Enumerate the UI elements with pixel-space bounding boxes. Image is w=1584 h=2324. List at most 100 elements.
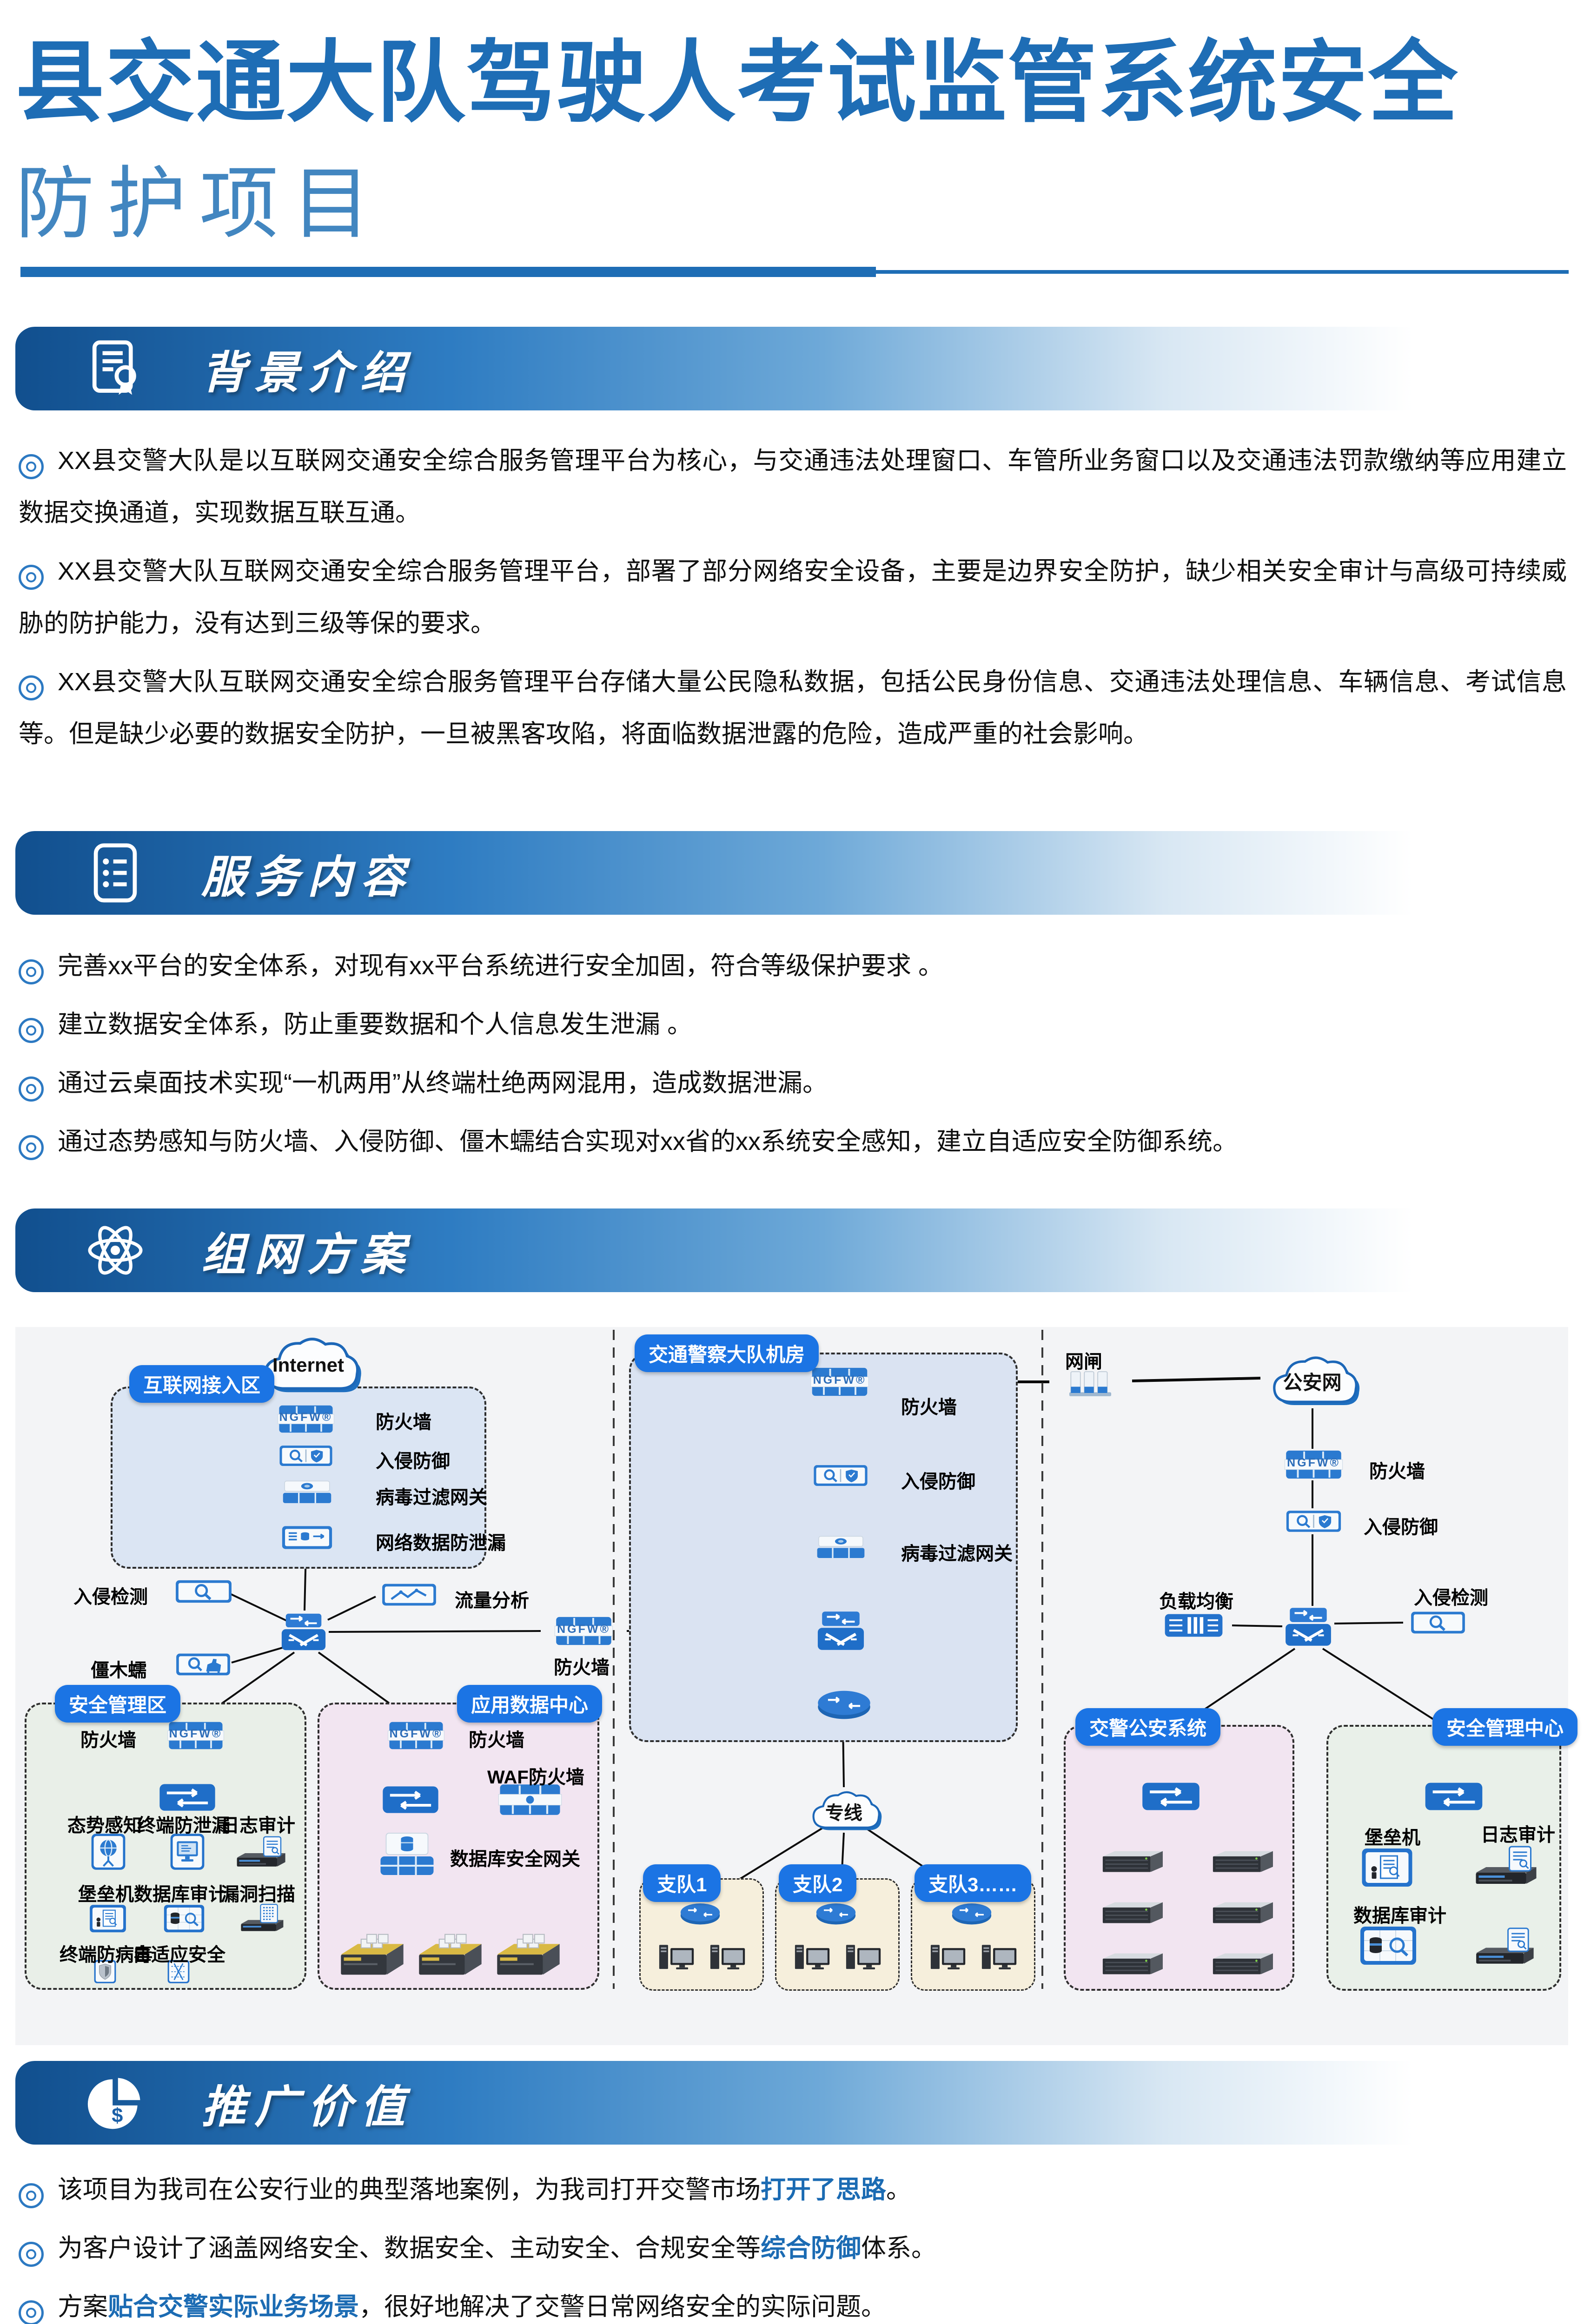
situational-awareness-icon	[85, 1832, 132, 1871]
firewall-label: 防火墙	[554, 1657, 610, 1678]
ids-icon	[1403, 1610, 1473, 1636]
router-icon	[806, 1686, 882, 1723]
rack-server-icon	[1092, 1900, 1173, 1927]
router-icon	[944, 1900, 1000, 1928]
adaptive-security-label: 自适应安全	[133, 1945, 225, 1965]
value-content: 该项目为我司在公安行业的典型落地案例，为我司打开交警市场打开了思路。 为客户设计…	[19, 2164, 1567, 2324]
section-banner-services: 服务内容	[15, 831, 1568, 915]
checklist-icon	[85, 843, 146, 903]
bullet-icon	[19, 1076, 44, 1102]
trojan-worm-label: 僵木蠕	[91, 1660, 146, 1681]
highlight-text: 贴合交警实际业务场景	[108, 2293, 359, 2321]
firewall-label: 防火墙	[1369, 1461, 1425, 1482]
rack-server-icon	[1202, 1900, 1283, 1927]
ids-label: 入侵检测	[1414, 1588, 1488, 1608]
services-bullet-1: 完善xx平台的安全体系，对现有xx平台系统进行安全加固，符合等级保护要求 。	[19, 940, 1567, 992]
router-icon	[808, 1900, 864, 1928]
section-banner-value: 推广价值	[15, 2061, 1568, 2145]
situational-awareness-label: 态势感知	[67, 1816, 142, 1836]
firewall-label: 防火墙	[901, 1397, 957, 1418]
section-title-value: 推广价值	[201, 2082, 413, 2132]
log-audit-label: 日志审计	[1481, 1825, 1555, 1845]
services-bullet-4: 通过态势感知与防火墙、入侵防御、僵木蠕结合实现对xx省的xx系统安全感知，建立自…	[19, 1116, 1567, 1168]
firewall-icon: NGFW®	[1271, 1449, 1357, 1480]
pc-icon	[792, 1941, 836, 1974]
highlight-text: 打开了思路	[761, 2176, 886, 2204]
bullet-icon	[19, 959, 44, 984]
virus-gateway-icon	[266, 1479, 348, 1505]
ips-icon	[1273, 1508, 1354, 1534]
services-content: 完善xx平台的安全体系，对现有xx平台系统进行安全加固，符合等级保护要求 。 建…	[19, 940, 1567, 1174]
network-dlp-icon	[266, 1524, 348, 1551]
vuln-scan-icon	[225, 1902, 298, 1935]
bullet-icon	[19, 1018, 44, 1043]
bullet-icon	[19, 2183, 44, 2208]
flow-analysis-label: 流量分析	[455, 1591, 529, 1611]
zone-security-mgmt	[25, 1703, 306, 1990]
pc-icon	[979, 1941, 1023, 1974]
background-bullet-3: XX县交警大队互联网交通安全综合服务管理平台存储大量公民隐私数据，包括公民身份信…	[19, 668, 1567, 748]
virus-gateway-label: 病毒过滤网关	[376, 1487, 487, 1508]
terminal-dlp-label: 终端防泄漏	[137, 1816, 230, 1836]
db-audit-label: 数据库审计	[1353, 1906, 1446, 1926]
db-gateway-label: 数据库安全网关	[450, 1849, 580, 1869]
log-audit-icon	[1467, 1844, 1544, 1890]
ips-label: 入侵防御	[1364, 1517, 1438, 1538]
section-title-services: 服务内容	[201, 852, 413, 902]
firewall-icon: NGFW®	[372, 1720, 460, 1751]
pc-icon	[843, 1941, 887, 1974]
rack-server-icon	[1202, 1849, 1283, 1875]
gate-label: 网闸	[1065, 1352, 1102, 1372]
leased-line-label: 专线	[825, 1803, 862, 1823]
bullet-icon	[19, 675, 44, 700]
db-audit-icon	[155, 1901, 213, 1935]
audit-appliance-icon	[1467, 1926, 1541, 1970]
firewall-icon: NGFW®	[541, 1615, 627, 1647]
core-switch-icon	[278, 1611, 329, 1653]
zone-label-security-mgmt: 安全管理区	[55, 1685, 181, 1723]
ips-icon	[799, 1463, 882, 1488]
bullet-icon	[19, 565, 44, 590]
ids-label: 入侵检测	[73, 1587, 148, 1607]
column-divider	[613, 1330, 1043, 1989]
bullet-icon	[19, 2300, 44, 2324]
rack-server-icon	[1202, 1951, 1283, 1978]
load-balancer-label: 负载均衡	[1159, 1591, 1233, 1612]
bullet-icon	[19, 1135, 44, 1160]
background-bullet-2: XX县交警大队互联网交通安全综合服务管理平台，部署了部分网络安全设备，主要是边界…	[19, 557, 1567, 637]
bullet-icon	[19, 2242, 44, 2267]
section-banner-background: 背景介绍	[15, 327, 1568, 410]
waf-label: WAF防火墙	[487, 1767, 584, 1788]
vm-server-icon	[492, 1924, 564, 1981]
pc-icon	[656, 1941, 700, 1974]
section-banner-network: 组网方案	[15, 1208, 1568, 1292]
zone-label-app-datacenter: 应用数据中心	[457, 1685, 603, 1723]
virus-gateway-icon	[800, 1535, 881, 1560]
rack-server-icon	[1092, 1849, 1173, 1875]
zone-label-brigade-room: 交通警察大队机房	[635, 1334, 819, 1372]
title-divider	[20, 267, 1569, 277]
vm-server-icon	[414, 1924, 486, 1981]
log-audit-label: 日志审计	[221, 1816, 295, 1836]
ips-label: 入侵防御	[376, 1451, 450, 1472]
zone-label-squad-2: 支队2	[779, 1864, 857, 1902]
trojan-worm-icon	[169, 1651, 238, 1677]
background-bullet-1: XX县交警大队是以互联网交通安全综合服务管理平台为核心，与交通违法处理窗口、车管…	[19, 447, 1567, 527]
terminal-dlp-icon	[164, 1832, 211, 1871]
db-audit-icon	[1358, 1922, 1418, 1968]
firewall-label: 防火墙	[376, 1412, 431, 1433]
network-dlp-label: 网络数据防泄漏	[376, 1533, 506, 1553]
terminal-antivirus-label: 终端防病毒	[60, 1945, 152, 1965]
zone-brigade-room	[629, 1353, 1018, 1742]
internet-cloud-icon: Internet	[252, 1331, 364, 1396]
page-subtitle: 防护项目	[15, 160, 384, 248]
page-title: 县交通大队驾驶人考试监管系统安全	[15, 33, 1458, 132]
atom-icon	[85, 1220, 146, 1281]
switch-icon	[1415, 1779, 1493, 1814]
router-icon	[672, 1900, 728, 1928]
zone-label-squad-1: 支队1	[643, 1864, 721, 1902]
highlight-text: 综合防御	[761, 2234, 861, 2262]
bastion-label: 堡垒机	[78, 1884, 134, 1905]
value-bullet-1: 该项目为我司在公安行业的典型落地案例，为我司打开交警市场打开了思路。	[19, 2164, 1567, 2216]
